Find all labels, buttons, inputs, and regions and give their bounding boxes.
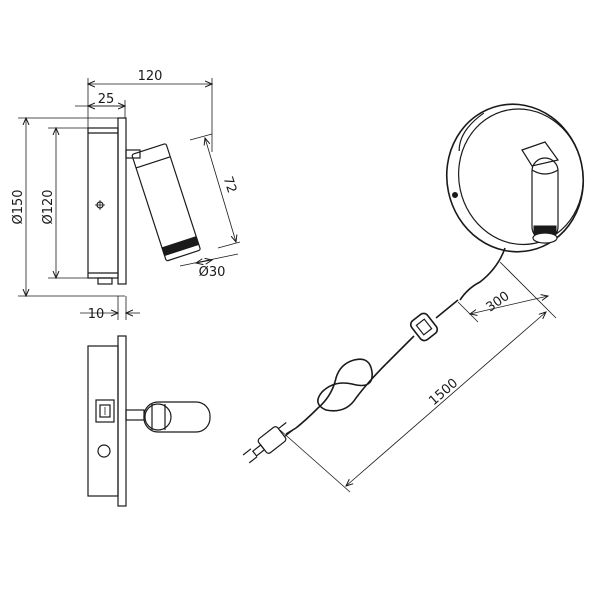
side-view: 120 25 72 Ø30 [11, 69, 241, 322]
dim-cable-to-switch: 300 [484, 289, 513, 316]
perspective-view: 300 1500 [242, 103, 585, 493]
dim-diameter-outer: Ø150 [11, 189, 26, 224]
dim-width-total: 120 [138, 69, 163, 84]
dim-cable-total: 1500 [426, 376, 461, 409]
dim-arm-length: 72 [220, 175, 239, 195]
bottom-view [87, 335, 211, 507]
dim-head-diameter: Ø30 [199, 265, 226, 280]
dim-diameter-inner: Ø120 [41, 189, 56, 224]
dim-depth-base: 25 [98, 92, 115, 107]
dim-plate-thickness: 10 [88, 307, 105, 322]
